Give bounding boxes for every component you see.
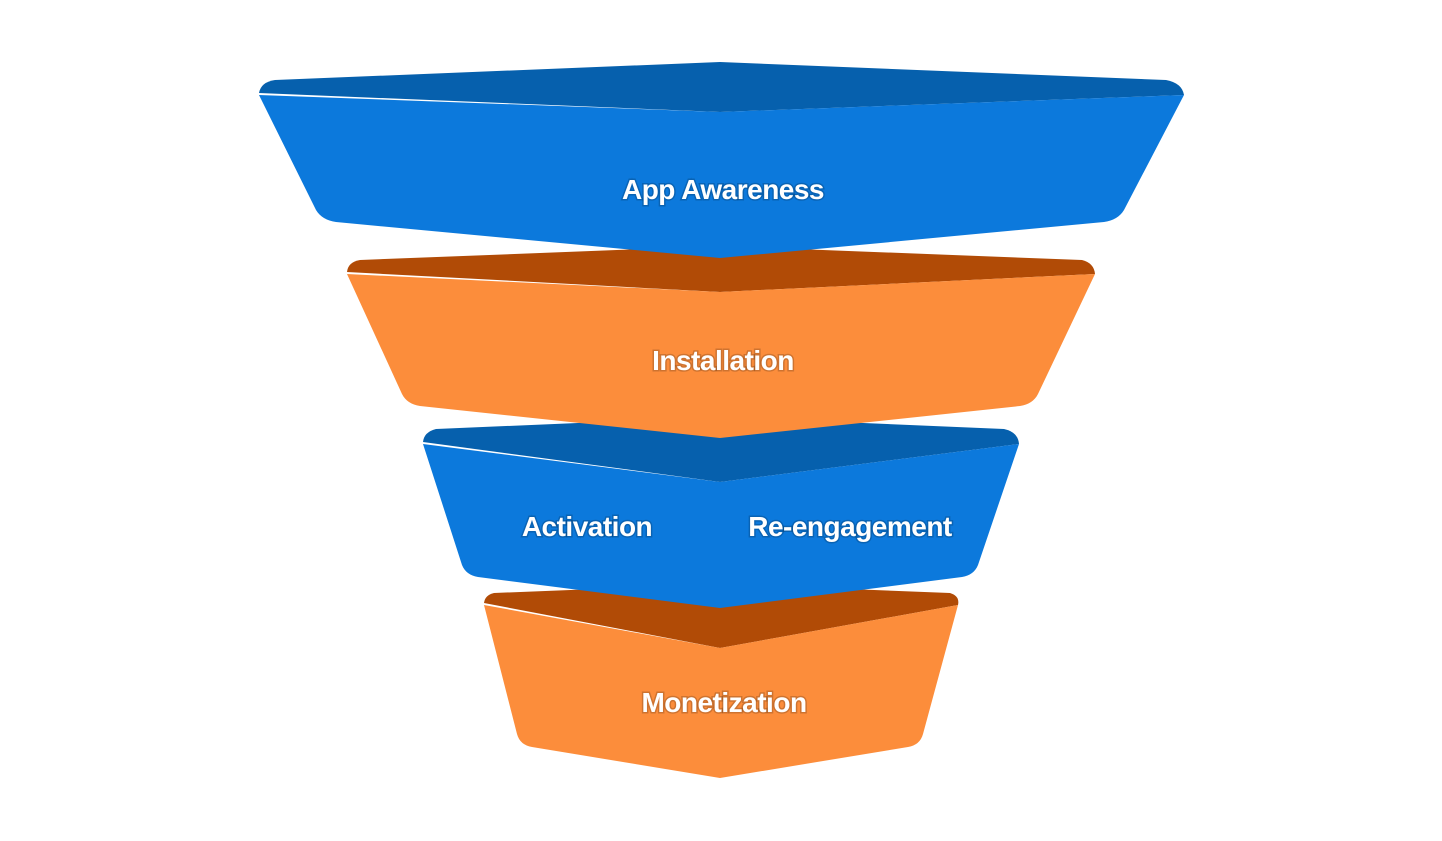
funnel-stage-installation: Installation [347, 246, 1095, 438]
stage-label-monetization: Monetization [641, 687, 806, 718]
stage-1-body [259, 95, 1184, 258]
stage-3-body [423, 444, 1019, 608]
funnel-stage-app-awareness: App Awareness [259, 62, 1184, 258]
stage-2-top-shade [347, 246, 1095, 292]
stage-label-installation: Installation [652, 345, 794, 376]
stage-4-body [484, 605, 958, 778]
funnel-stage-monetization: Monetization [484, 584, 959, 778]
stage-1-top-shade [259, 62, 1184, 112]
funnel-stage-activation: Activation Re-engagement [423, 417, 1019, 608]
stage-label-re-engagement: Re-engagement [748, 511, 952, 542]
stage-3-top-shade [423, 417, 1019, 482]
stage-2-body [347, 274, 1095, 438]
stage-label-app-awareness: App Awareness [622, 174, 824, 205]
stage-label-activation: Activation [522, 511, 652, 542]
stage-4-top-shade [484, 584, 959, 648]
